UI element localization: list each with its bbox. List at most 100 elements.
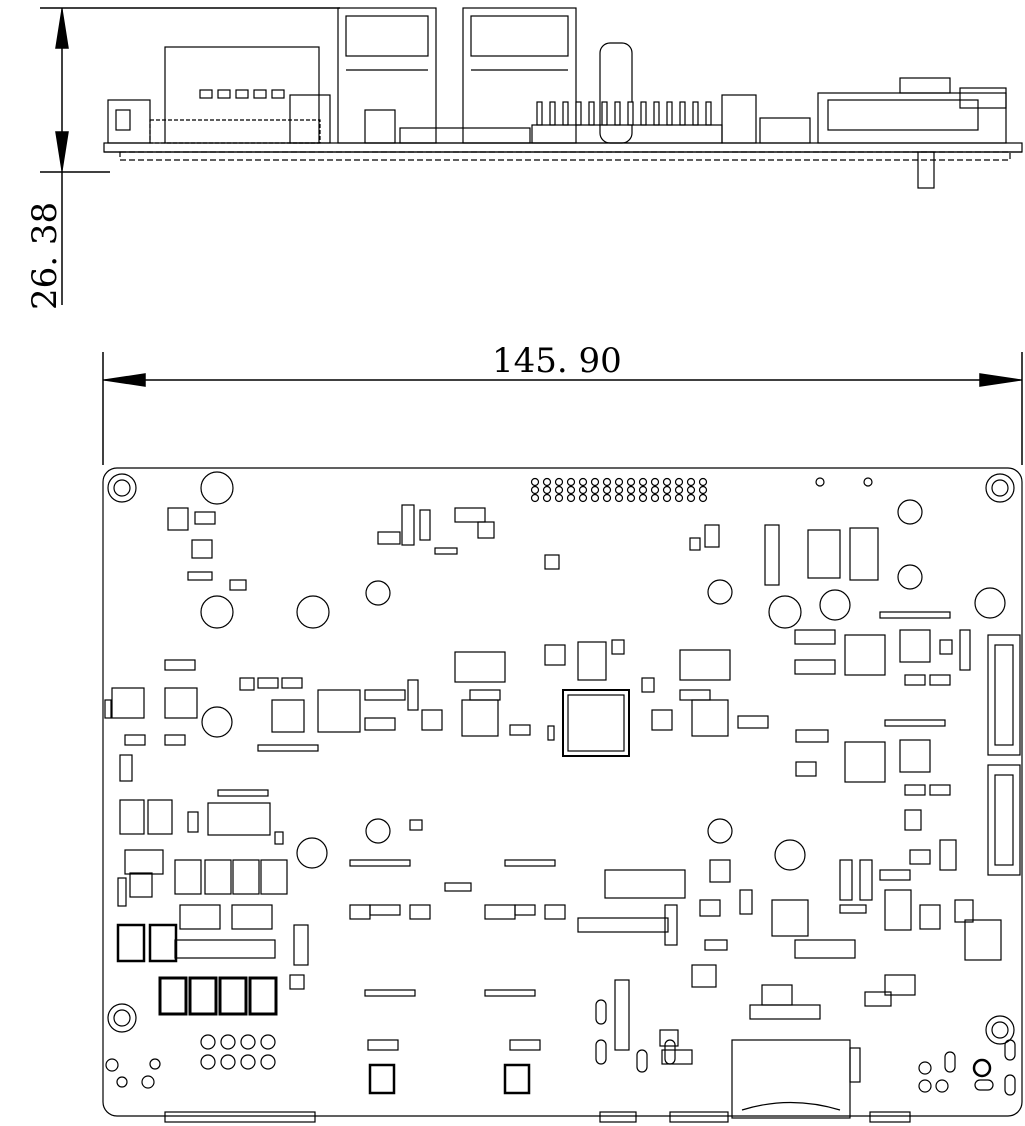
gpio-pin — [698, 485, 708, 495]
smd-part — [864, 991, 892, 1007]
smd-part — [289, 974, 305, 990]
side-rj45-port-1 — [337, 7, 437, 144]
side-rj45-port-1-inner — [345, 15, 429, 57]
pad — [935, 1079, 949, 1093]
side-capacitor — [599, 42, 633, 144]
smd-part — [409, 819, 423, 831]
smd-part — [879, 611, 951, 619]
smd-part — [904, 784, 926, 796]
side-heatsink-slot — [235, 89, 249, 99]
smd-part — [547, 725, 555, 741]
side-bottom-connector — [917, 151, 935, 189]
smd-part — [904, 809, 922, 831]
ic-chip — [207, 802, 271, 836]
smd-part — [749, 1004, 821, 1020]
gpio-pin — [602, 485, 612, 495]
mounting-hole-center — [113, 479, 131, 497]
smd-part — [604, 869, 686, 899]
smd-part — [369, 904, 401, 916]
connector-pad — [503, 1063, 531, 1095]
smd-part — [699, 899, 721, 917]
board-hole — [365, 818, 391, 844]
smd-part — [484, 989, 536, 997]
pad — [220, 1034, 236, 1050]
smd-part — [929, 674, 951, 686]
gpio-pin — [590, 477, 600, 487]
pad — [944, 1051, 956, 1073]
gpio-pin — [530, 493, 540, 503]
height-arrow-top — [55, 9, 69, 49]
smd-part — [661, 1049, 693, 1065]
ic-chip — [691, 699, 729, 737]
side-header-pins — [536, 101, 712, 126]
smd-part — [187, 571, 213, 581]
gpio-pin — [590, 493, 600, 503]
smd-part — [187, 811, 199, 833]
ic-chip — [899, 739, 931, 773]
board-hole — [819, 589, 851, 621]
ic-chip — [651, 709, 673, 731]
smd-part — [509, 1039, 541, 1051]
pad — [918, 1079, 932, 1093]
board-hole — [774, 839, 806, 871]
smd-part — [764, 524, 780, 586]
side-header-pin — [549, 101, 556, 126]
smd-part — [434, 547, 458, 555]
height-dimension — [40, 7, 340, 305]
side-header-pin — [588, 101, 595, 126]
gpio-pin — [662, 477, 672, 487]
side-heatsink-slot — [217, 89, 231, 99]
smd-part — [709, 859, 731, 883]
smd-part — [679, 649, 731, 681]
smd-part — [664, 904, 678, 946]
pad — [964, 919, 1002, 961]
mounting-hole-ring — [107, 473, 137, 503]
smd-part — [859, 859, 873, 901]
side-header-pin — [666, 101, 673, 126]
ic-chip — [461, 699, 499, 737]
smd-part — [849, 1047, 861, 1083]
gpio-pin — [674, 477, 684, 487]
width-arrow-right — [979, 373, 1021, 387]
power-inductor — [119, 799, 145, 835]
smd-part — [407, 679, 419, 711]
smd-part — [257, 677, 279, 689]
side-right-low — [759, 117, 811, 144]
ic-chip — [421, 709, 443, 731]
smd-part — [641, 677, 655, 693]
connector-pad — [368, 1063, 396, 1095]
gpio-pin — [626, 493, 636, 503]
bottom-connector — [164, 1111, 316, 1123]
gpio-pin — [566, 493, 576, 503]
gpio-pin — [614, 485, 624, 495]
power-inductor — [124, 849, 164, 875]
board-hole — [201, 706, 233, 738]
smd-part — [164, 659, 196, 671]
side-header-pin — [601, 101, 608, 126]
gpio-pin — [650, 493, 660, 503]
gpio-pin — [590, 485, 600, 495]
pad — [200, 1034, 216, 1050]
mounting-hole-ring — [107, 1003, 137, 1033]
side-header-pin — [640, 101, 647, 126]
smd-part — [129, 872, 153, 898]
small-components — [104, 504, 974, 1083]
gpio-pin — [686, 485, 696, 495]
power-components — [116, 754, 288, 1016]
side-heatsink-base — [149, 119, 321, 144]
smd-part — [104, 699, 112, 719]
smd-part — [939, 639, 953, 655]
bottom-connector — [869, 1111, 911, 1123]
bottom-connector — [669, 1111, 729, 1123]
fpc-connector-top — [987, 634, 1021, 756]
gpio-pin — [686, 493, 696, 503]
gpio-pin — [566, 477, 576, 487]
power-inductor — [260, 859, 288, 895]
board-outline — [102, 467, 1023, 1117]
mounting-hole-ring — [985, 1015, 1015, 1045]
gpio-pin — [530, 477, 540, 487]
ic-chip — [899, 629, 931, 663]
smd-part — [794, 659, 836, 675]
mounting-hole-top-right — [985, 473, 1015, 503]
mounting-hole-top-left — [107, 473, 137, 503]
